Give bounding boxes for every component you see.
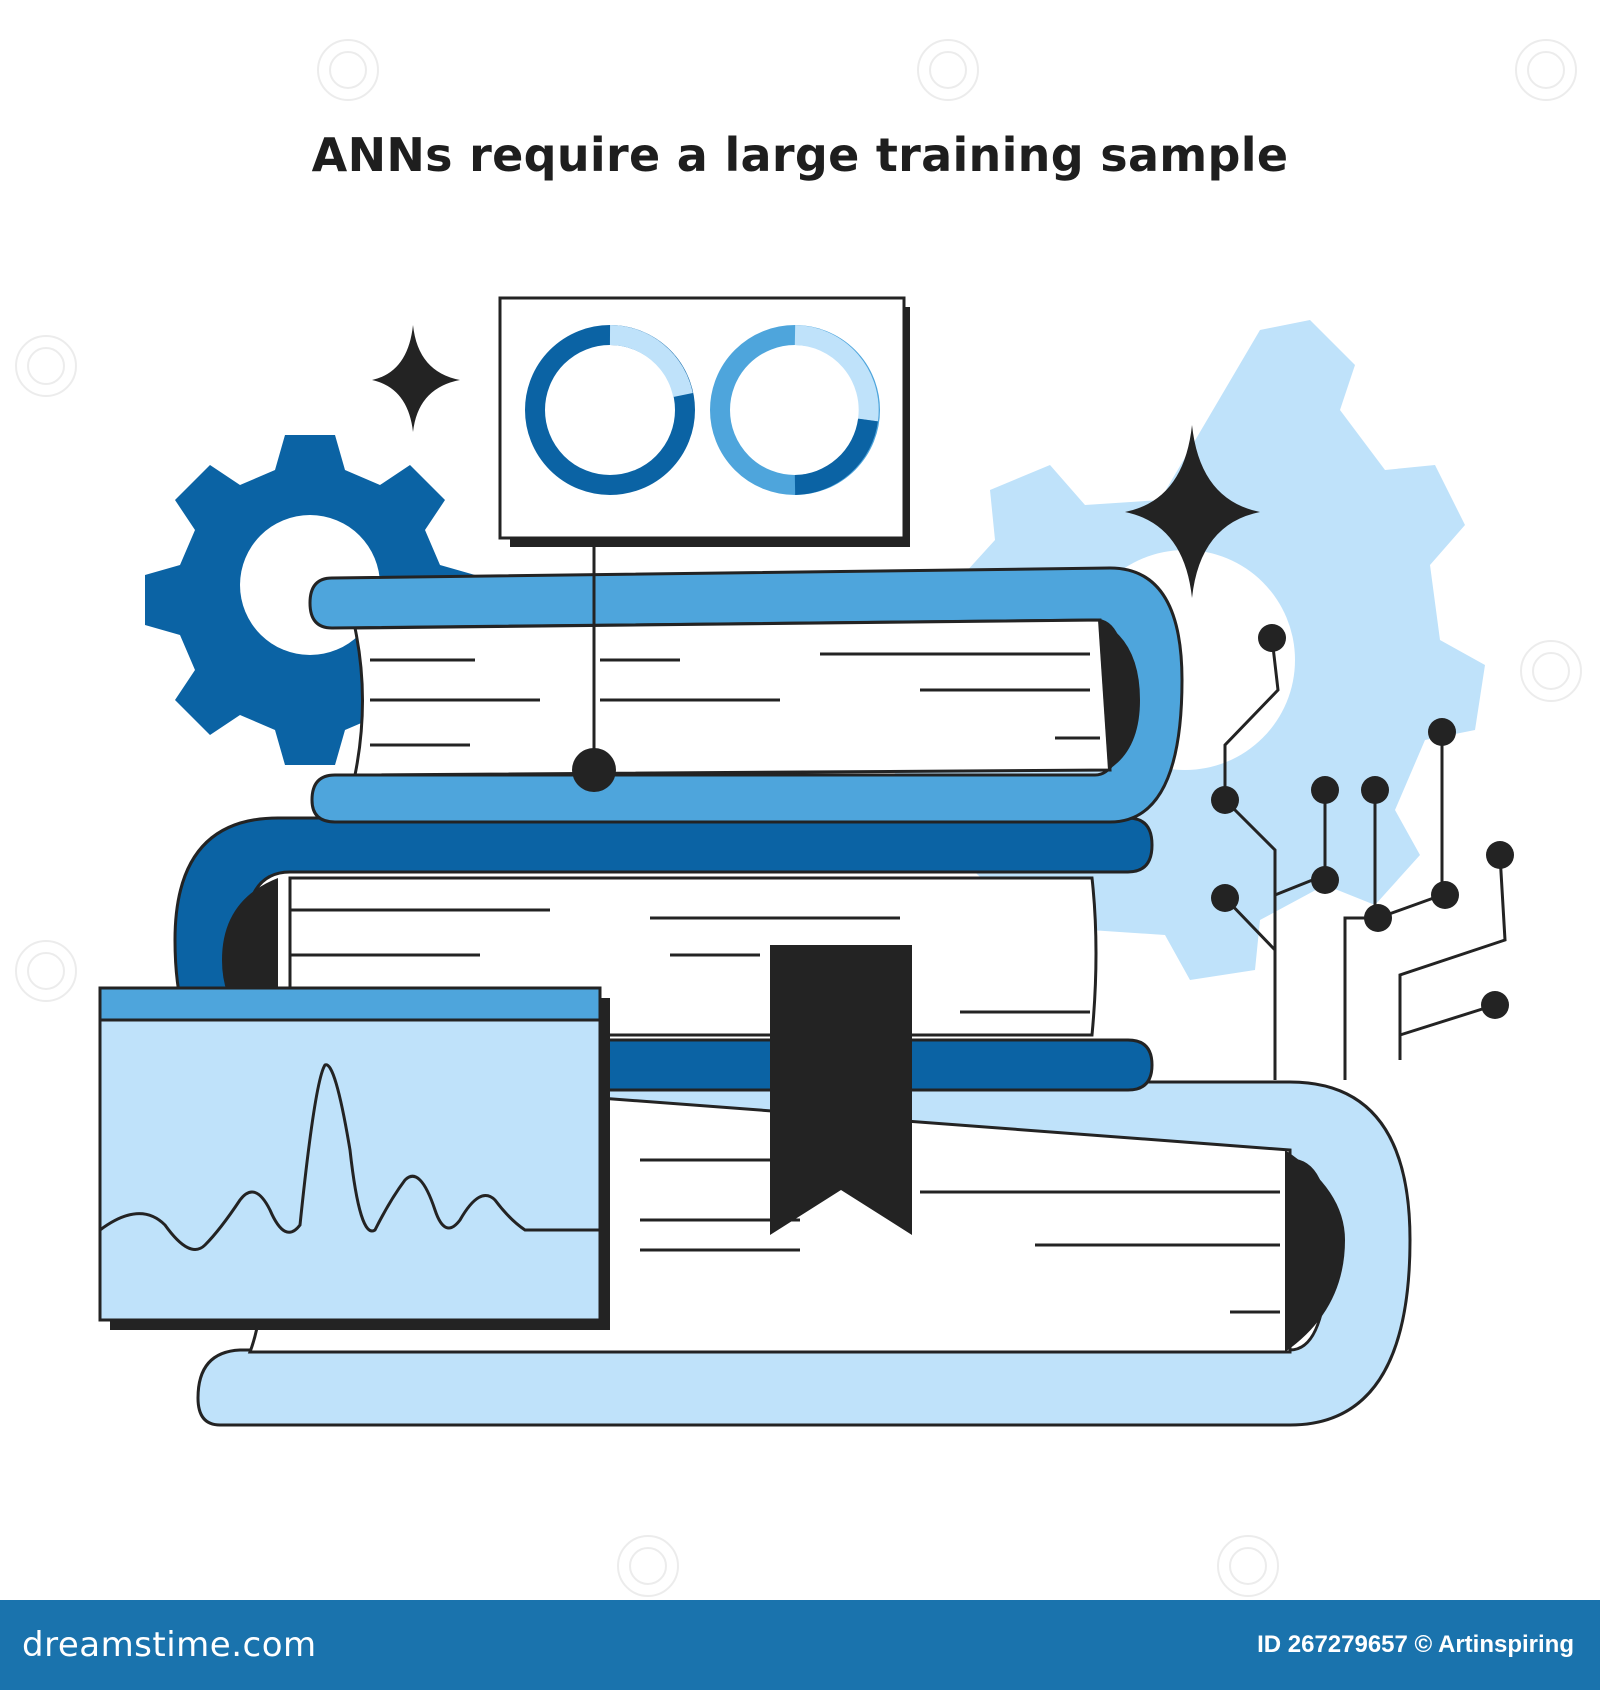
watermark-icon [617,1535,679,1597]
wave-chart-icon [99,1063,600,1251]
book-icon-middle [173,816,1154,1235]
watermark-icon [917,39,979,101]
book-icon-top [308,566,1184,824]
sparkle-icon [1125,425,1260,598]
watermark-icon [1520,640,1582,702]
footer-image-id: ID 267279657 © Artinspiring [1257,1631,1574,1658]
illustration [98,296,1514,1427]
donut-chart-icon [525,325,695,495]
footer-bar: dreamstime.com ID 267279657 © Artinspiri… [0,1600,1600,1690]
bookmark-icon [770,945,912,1235]
watermark-icon [317,39,379,101]
circuit-icon [1223,637,1507,1080]
wave-chart-card [98,986,610,1330]
page-title: ANNs require a large training sample [311,128,1289,182]
circuit-nodes [1211,624,1514,1019]
watermark-icon [1515,39,1577,101]
donut-chart-card [498,296,910,792]
watermark-icon [15,940,77,1002]
donut-chart-icon [710,325,880,495]
watermark-icon [15,335,77,397]
footer-brand[interactable]: dreamstime.com [22,1625,317,1665]
watermark-icon [1217,1535,1279,1597]
sparkle-icon [372,325,460,432]
